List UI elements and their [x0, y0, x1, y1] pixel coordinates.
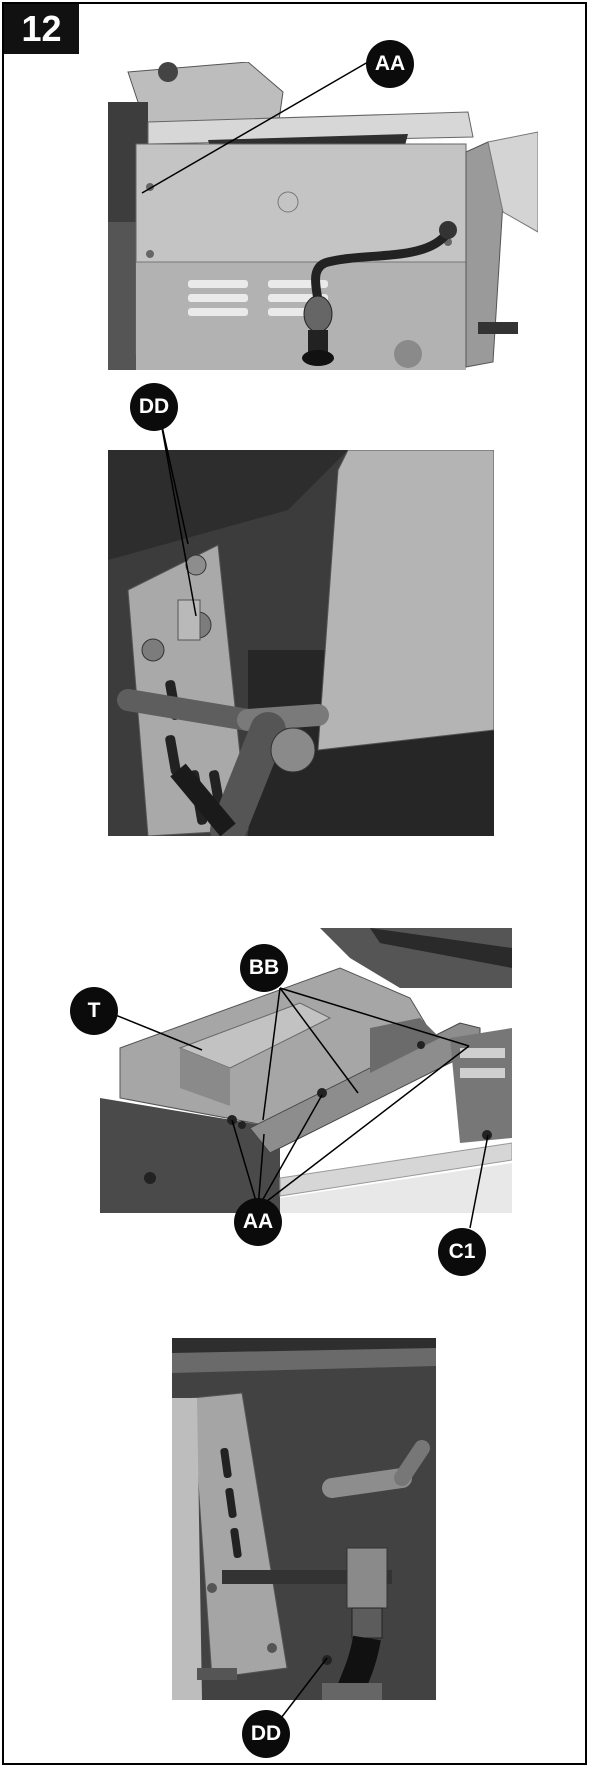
callout-dd-panel2: DD [130, 383, 178, 431]
callout-dd-panel4: DD [242, 1710, 290, 1758]
illustration-panel-1 [108, 62, 538, 370]
callout-c1: C1 [438, 1228, 486, 1276]
step-number: 12 [21, 8, 62, 49]
step-number-badge: 12 [4, 4, 79, 54]
illustration-panel-2 [108, 450, 494, 836]
illustration-panel-4 [172, 1338, 436, 1700]
callout-t: T [70, 987, 118, 1035]
callout-aa-top: AA [366, 40, 414, 88]
callout-bb: BB [240, 944, 288, 992]
callout-aa-panel3: AA [234, 1198, 282, 1246]
illustration-panel-3 [80, 928, 512, 1213]
